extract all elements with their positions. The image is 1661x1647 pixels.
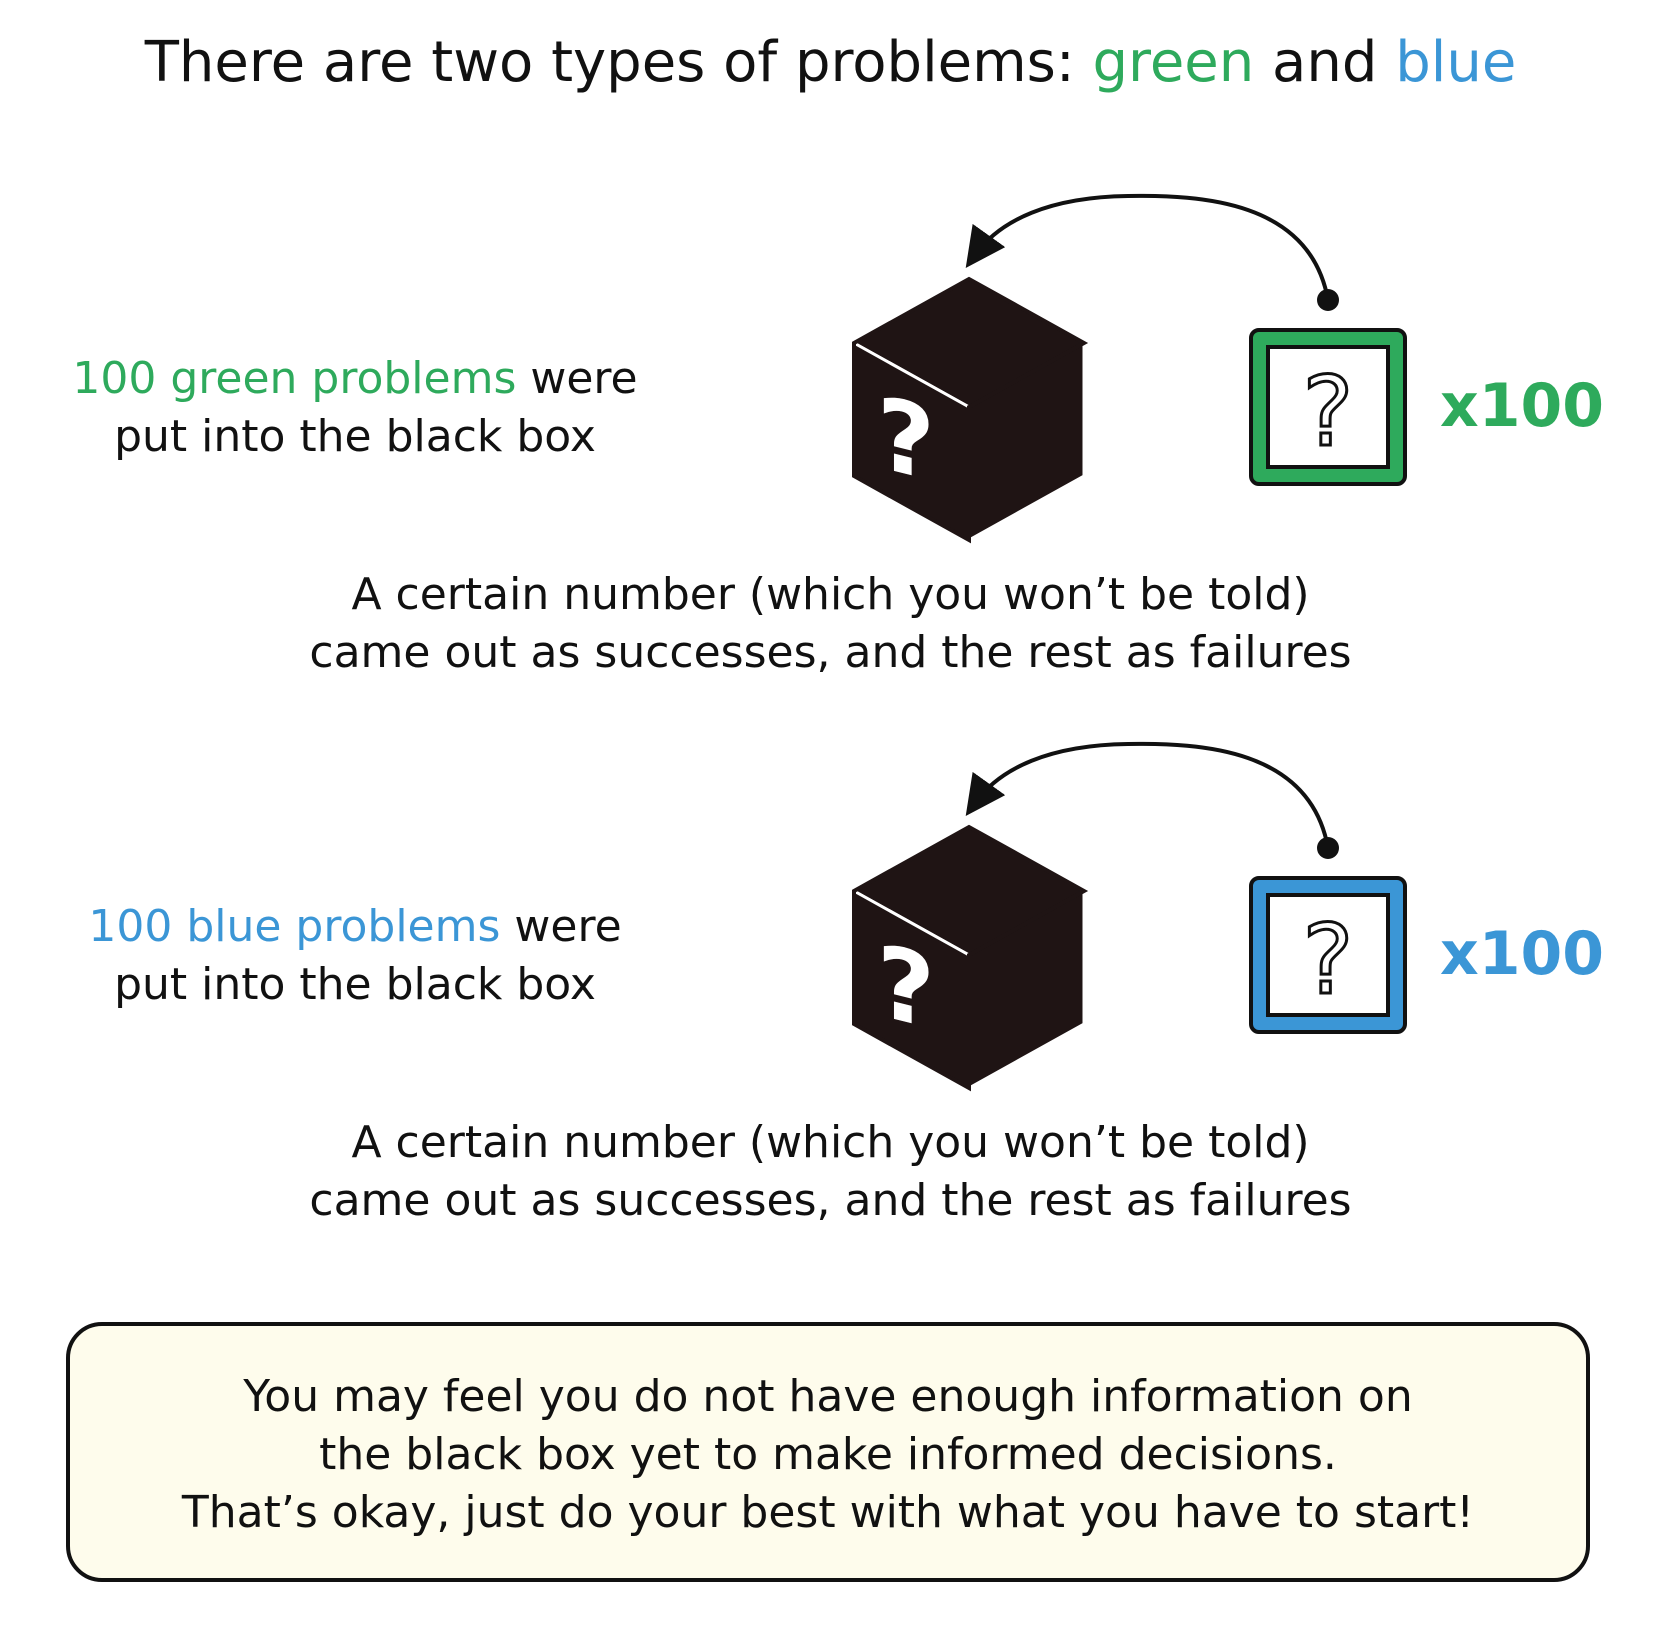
blue-caption: A certain number (which you won’t be tol… (0, 1114, 1661, 1230)
svg-text:?: ? (877, 922, 935, 1053)
svg-text:?: ? (877, 374, 935, 505)
black-box-question-icon: ? (850, 276, 1089, 544)
green-label-colored: 100 green problems (72, 353, 517, 404)
svg-text:?: ? (1303, 356, 1354, 468)
title-prefix: There are two types of problems: (144, 30, 1093, 95)
question-card-icon: ? (1249, 328, 1407, 486)
blue-side-label: 100 blue problems were put into the blac… (30, 898, 680, 1014)
title-blue-word: blue (1395, 30, 1517, 95)
blue-label-rest: were (500, 901, 622, 952)
green-caption-line2: came out as successes, and the rest as f… (309, 627, 1352, 678)
green-label-line2: put into the black box (114, 411, 596, 462)
blue-count: x100 (1440, 919, 1604, 989)
blue-diagram: ? ? (850, 741, 1407, 1092)
green-count: x100 (1440, 371, 1604, 441)
black-box-question-icon: ? (850, 824, 1089, 1092)
blue-label-colored: 100 blue problems (88, 901, 501, 952)
green-diagram: ? ? (850, 193, 1407, 544)
blue-panel: ? ? 100 blue problems were put into the … (0, 728, 1661, 1248)
info-note-box: You may feel you do not have enough info… (66, 1322, 1590, 1582)
note-line1: You may feel you do not have enough info… (243, 1371, 1413, 1422)
note-line2: the black box yet to make informed decis… (319, 1429, 1337, 1480)
green-label-rest: were (516, 353, 638, 404)
green-caption-line1: A certain number (which you won’t be tol… (351, 569, 1310, 620)
blue-caption-line2: came out as successes, and the rest as f… (309, 1175, 1352, 1226)
blue-label-line2: put into the black box (114, 959, 596, 1010)
green-side-label: 100 green problems were put into the bla… (30, 350, 680, 466)
curved-arrow-icon (965, 193, 1339, 311)
question-card-icon: ? (1249, 876, 1407, 1034)
blue-caption-line1: A certain number (which you won’t be tol… (351, 1117, 1310, 1168)
note-line3: That’s okay, just do your best with what… (181, 1487, 1475, 1538)
title-green-word: green (1092, 30, 1255, 95)
page-title: There are two types of problems: green a… (0, 28, 1661, 98)
svg-text:?: ? (1303, 904, 1354, 1016)
curved-arrow-icon (965, 741, 1339, 859)
green-caption: A certain number (which you won’t be tol… (0, 566, 1661, 682)
green-panel: ? ? 100 green problems were put into the… (0, 180, 1661, 700)
title-joiner: and (1254, 30, 1396, 95)
